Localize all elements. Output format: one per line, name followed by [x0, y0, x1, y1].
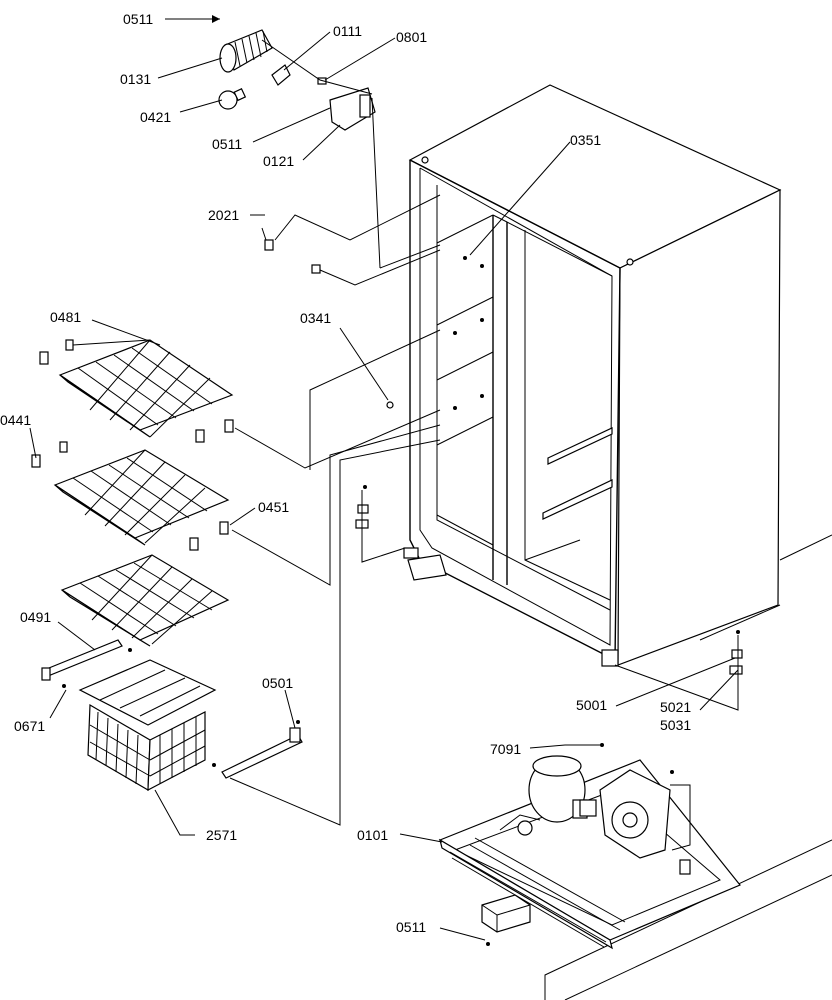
compressor-part: [528, 755, 588, 823]
label-0101: 0101: [357, 827, 388, 843]
label-5021: 5021: [660, 699, 691, 715]
label-0451: 0451: [258, 499, 289, 515]
label-0511-mid: 0511: [212, 136, 242, 152]
label-0491: 0491: [20, 609, 51, 625]
leveler-hardware-right: [614, 630, 743, 711]
label-7091: 7091: [490, 741, 521, 757]
light-socket-part: [271, 64, 291, 86]
label-0421: 0421: [140, 109, 171, 125]
leveler-hardware-left: [355, 485, 406, 563]
label-0481: 0481: [50, 309, 81, 325]
label-0511-bottom: 0511: [396, 919, 426, 935]
label-0131: 0131: [120, 71, 151, 87]
label-0441: 0441: [0, 412, 31, 428]
label-0501: 0501: [262, 675, 293, 691]
basket-slide-left: [41, 639, 132, 688]
label-2571: 2571: [206, 827, 237, 843]
label-0111: 0111: [333, 23, 362, 39]
label-0121: 0121: [263, 153, 294, 169]
shelf-clip-part: [309, 329, 441, 470]
freezer-shelf-middle: [31, 424, 441, 586]
refrigerator-cabinet: [403, 84, 782, 667]
machine-compartment: [438, 743, 741, 950]
label-0801: 0801: [396, 29, 427, 45]
label-0341: 0341: [300, 310, 331, 326]
freezer-shelf-upper: [39, 339, 441, 469]
screw-part: [261, 194, 441, 286]
electrical-box-part: [481, 894, 531, 946]
label-0671: 0671: [14, 718, 45, 734]
condenser-fan-part: [579, 769, 671, 859]
basket-slide-right: [212, 439, 441, 826]
label-0511-top: 0511: [123, 11, 153, 27]
label-5001: 5001: [576, 697, 607, 713]
freezer-basket: [78, 659, 217, 836]
leader-lines: [29, 15, 739, 941]
label-2021: 2021: [208, 207, 239, 223]
part-labels: 0511 0111 0801 0131 0421 0511 0121 0351 …: [0, 11, 691, 935]
label-0351: 0351: [570, 132, 601, 148]
light-housing-part: [329, 87, 381, 269]
label-5031: 5031: [660, 717, 691, 733]
light-bulb-part: [218, 87, 247, 110]
freezer-shelf-lower: [60, 554, 230, 647]
light-cover-part: [219, 29, 273, 73]
light-assembly: [218, 29, 441, 269]
